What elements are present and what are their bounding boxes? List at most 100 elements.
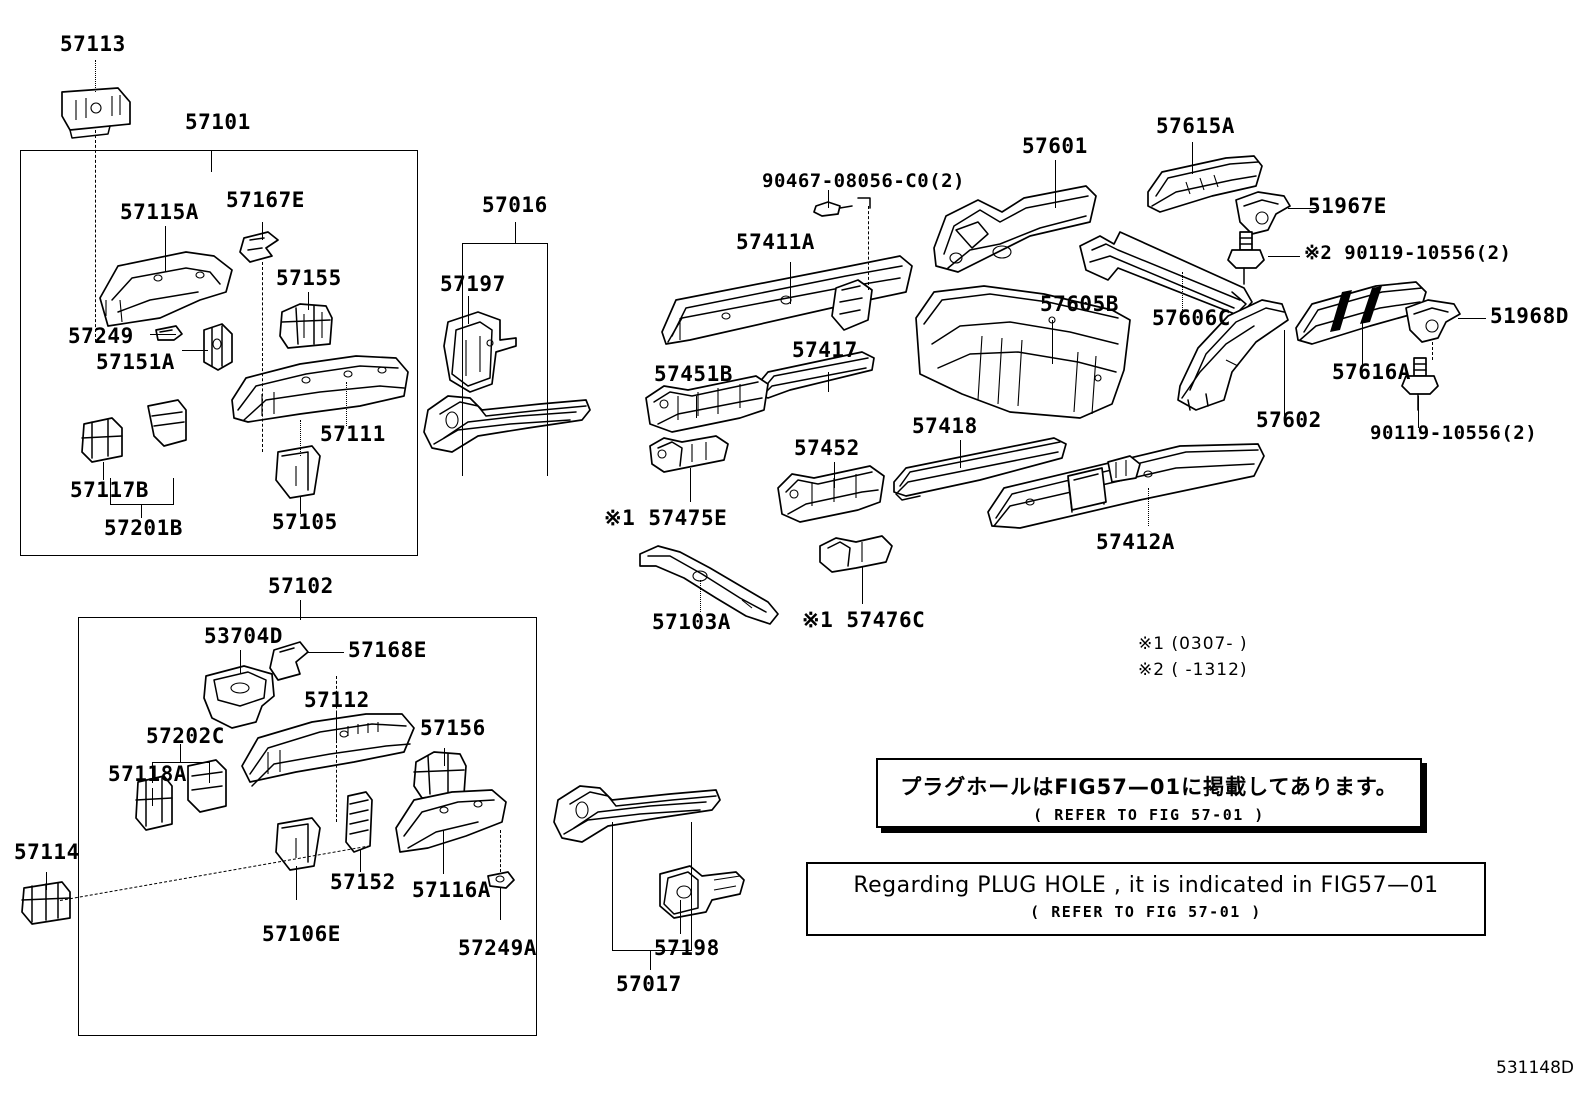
part-label-57112[interactable]: 57112 (304, 688, 370, 712)
leader-57475E (690, 468, 691, 502)
part-label-57156[interactable]: 57156 (420, 716, 486, 740)
part-label-57606C[interactable]: 57606C (1152, 306, 1231, 330)
art-90119-bolt-upper (1228, 232, 1264, 284)
part-label-57116A[interactable]: 57116A (412, 878, 491, 902)
part-label-57476C[interactable]: ※1 57476C (802, 608, 926, 632)
art-90467-bolt (814, 198, 870, 216)
leader-53704D (240, 650, 241, 674)
leader-57151A (182, 350, 208, 351)
part-label-57616A[interactable]: 57616A (1332, 360, 1411, 384)
art-57418 (894, 438, 1066, 500)
part-label-57111[interactable]: 57111 (320, 422, 386, 446)
part-label-57249A[interactable]: 57249A (458, 936, 537, 960)
leader-57602 (1284, 330, 1285, 420)
art-57615A (1148, 156, 1262, 212)
leader-57103A (700, 580, 701, 612)
part-label-57105[interactable]: 57105 (272, 510, 338, 534)
leader-57114 (46, 872, 47, 890)
leader-57167E (262, 222, 263, 240)
leader-57249A (500, 888, 501, 920)
leader-57606C (1182, 272, 1183, 314)
leader-57197 (468, 296, 469, 324)
assembly-line-57167E (262, 262, 263, 452)
part-label-57602[interactable]: 57602 (1256, 408, 1322, 432)
leader-57452 (834, 462, 835, 488)
note-english-sub: ( REFER TO FIG 57-01 ) (1030, 903, 1262, 921)
art-57412A (988, 444, 1264, 528)
leader-57116A (443, 830, 444, 874)
leader-57155 (308, 292, 309, 310)
part-label-57167E[interactable]: 57167E (226, 188, 305, 212)
part-label-57605B[interactable]: 57605B (1040, 292, 1119, 316)
leader-57201B (141, 504, 142, 518)
part-label-57601[interactable]: 57601 (1022, 134, 1088, 158)
part-label-57106E[interactable]: 57106E (262, 922, 341, 946)
part-label-57017[interactable]: 57017 (616, 972, 682, 996)
part-label-90119a[interactable]: ※2 90119-10556(2) (1304, 242, 1512, 264)
leader-57451B (696, 396, 697, 418)
bracket-57017 (612, 822, 692, 951)
leader-57117B (103, 462, 104, 480)
part-label-57168E[interactable]: 57168E (348, 638, 427, 662)
part-label-51967E[interactable]: 51967E (1308, 194, 1387, 218)
art-51968D (1406, 300, 1460, 342)
part-label-57198[interactable]: 57198 (654, 936, 720, 960)
leader-57605B (1052, 320, 1053, 364)
leader-57102 (300, 600, 301, 620)
footnote-1: ※1 (0307- ) (1138, 634, 1248, 654)
part-label-57118A[interactable]: 57118A (108, 762, 187, 786)
assembly-line-57113 (95, 130, 96, 342)
part-label-57101[interactable]: 57101 (185, 110, 251, 134)
note-japanese-sub: ( REFER TO FIG 57-01 ) (1033, 806, 1265, 824)
leader-57616A (1362, 320, 1363, 366)
leader-90119a (1268, 256, 1300, 257)
part-label-57411A[interactable]: 57411A (736, 230, 815, 254)
part-label-57475E[interactable]: ※1 57475E (604, 506, 728, 530)
art-57411A (662, 256, 912, 344)
leader-57106E (296, 866, 297, 900)
leader-57016 (515, 222, 516, 244)
part-label-57418[interactable]: 57418 (912, 414, 978, 438)
part-label-57115A[interactable]: 57115A (120, 200, 199, 224)
leader-90467 (828, 190, 829, 208)
part-label-51968D[interactable]: 51968D (1490, 304, 1569, 328)
leader-57412A (1148, 488, 1149, 526)
bracket-57202C (152, 762, 210, 783)
art-57476C (820, 536, 892, 572)
part-label-57117B[interactable]: 57117B (70, 478, 149, 502)
part-label-57202C[interactable]: 57202C (146, 724, 225, 748)
part-label-57451B[interactable]: 57451B (654, 362, 733, 386)
leader-57601 (1055, 160, 1056, 208)
part-label-57016[interactable]: 57016 (482, 193, 548, 217)
leader-90119b (1418, 396, 1419, 428)
part-label-90467[interactable]: 90467-08056-C0(2) (762, 170, 965, 192)
part-label-57152[interactable]: 57152 (330, 870, 396, 894)
part-label-57197[interactable]: 57197 (440, 272, 506, 296)
note-box-english: Regarding PLUG HOLE , it is indicated in… (806, 862, 1486, 936)
part-label-57102[interactable]: 57102 (268, 574, 334, 598)
leader-57152 (360, 850, 361, 872)
bracket-57016 (462, 243, 548, 476)
part-label-57249[interactable]: 57249 (68, 324, 134, 348)
part-label-57114[interactable]: 57114 (14, 840, 80, 864)
leader-57111 (346, 382, 347, 426)
part-label-57452[interactable]: 57452 (794, 436, 860, 460)
part-label-57412A[interactable]: 57412A (1096, 530, 1175, 554)
part-label-57151A[interactable]: 57151A (96, 350, 175, 374)
part-label-57113[interactable]: 57113 (60, 32, 126, 56)
art-57601 (934, 186, 1096, 272)
leader-51968D (1458, 318, 1486, 319)
part-label-57417[interactable]: 57417 (792, 338, 858, 362)
part-label-57201B[interactable]: 57201B (104, 516, 183, 540)
part-label-90119b[interactable]: 90119-10556(2) (1370, 422, 1538, 444)
part-label-57103A[interactable]: 57103A (652, 610, 731, 634)
part-label-57615A[interactable]: 57615A (1156, 114, 1235, 138)
assembly-line-51968D (1432, 342, 1433, 360)
part-label-57155[interactable]: 57155 (276, 266, 342, 290)
art-51967E (1236, 192, 1290, 234)
leader-57113 (95, 60, 96, 92)
group-box-57102 (78, 617, 537, 1036)
part-label-53704D[interactable]: 53704D (204, 624, 283, 648)
leader-51967E (1288, 208, 1316, 209)
